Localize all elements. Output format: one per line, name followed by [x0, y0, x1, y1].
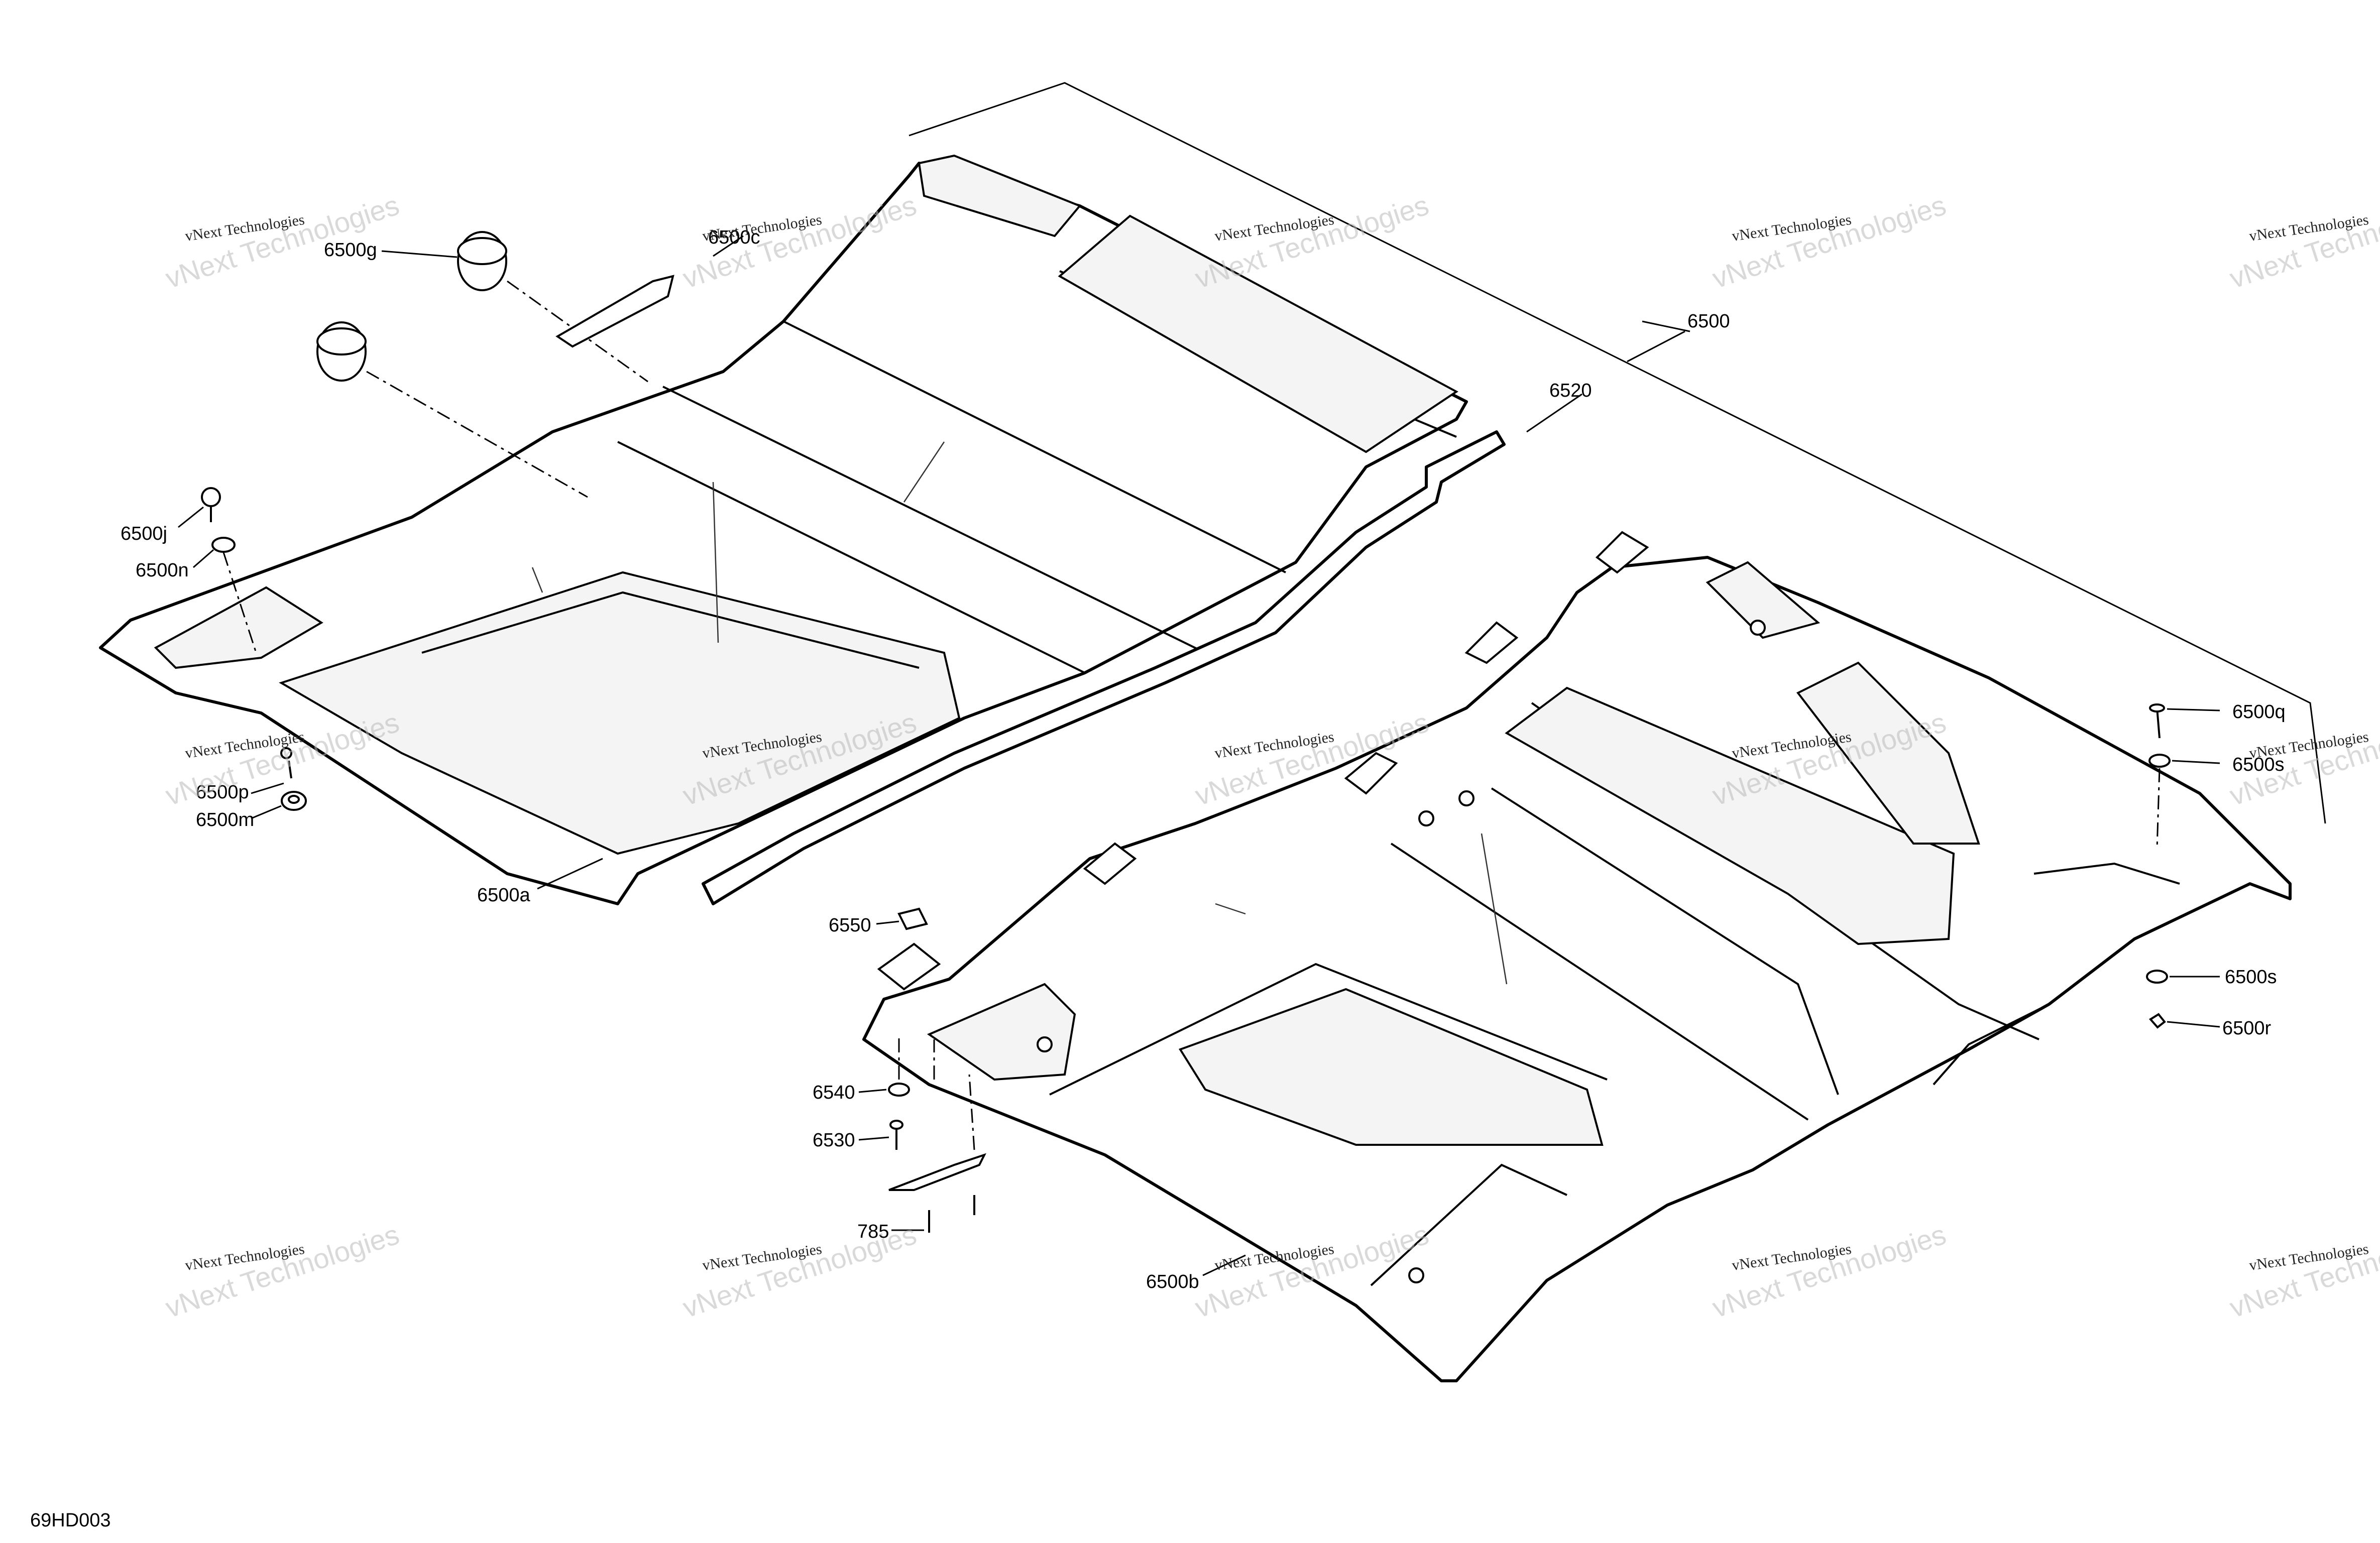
watermark: vNext Technologies vNext Technologies	[1709, 1218, 1950, 1324]
callout-6500r: 6500r	[2222, 1018, 2272, 1039]
drawing-code: 69HD003	[30, 1510, 111, 1531]
watermark: vNext Technologies vNext Technologies	[1709, 189, 1950, 294]
callout-785: 785	[857, 1221, 889, 1242]
callout-6550: 6550	[829, 915, 871, 936]
hardware-6550-6540-6530-785	[888, 907, 986, 1233]
callout-6500b: 6500b	[1146, 1271, 1199, 1292]
hardware-6500q-6500s-6500r	[2146, 703, 2171, 1029]
strap-6500g	[316, 231, 648, 498]
callout-6500a: 6500a	[477, 885, 531, 906]
watermark: vNext Technologies vNext Technologies	[162, 1218, 403, 1324]
watermark: vNext Technologies vNext Technologies	[2226, 189, 2380, 294]
roof-panel-6500a	[99, 154, 1468, 905]
roof-panel-6500b	[862, 531, 2292, 1382]
watermark: vNext Technologies vNext Technologies	[2226, 1218, 2380, 1324]
callout-6500c: 6500c	[708, 227, 760, 248]
hardware-6500j-6500n	[201, 487, 257, 653]
callout-6520: 6520	[1549, 380, 1592, 401]
hardware-6500p-6500m	[280, 747, 307, 811]
callout-6500g: 6500g	[324, 240, 377, 261]
assembly-bracket-6500	[909, 82, 2326, 824]
callout-labels: 6500 6500a 6500b 6500c 6500g 6500j 6500n…	[121, 227, 2286, 1292]
callout-6500s-bottom: 6500s	[2225, 967, 2277, 988]
callout-6500q: 6500q	[2232, 701, 2286, 723]
leader-lines	[178, 235, 2220, 1276]
pad-6500c	[555, 275, 674, 348]
callout-6500j: 6500j	[121, 523, 167, 544]
callout-6530: 6530	[813, 1130, 855, 1151]
callout-6540: 6540	[813, 1082, 855, 1103]
watermark: vNext Technologies vNext Technologies	[679, 1218, 920, 1324]
callout-6500s-top: 6500s	[2232, 754, 2285, 775]
svg-text:vNext Technologies: vNext Technologies	[2226, 189, 2380, 294]
svg-text:vNext Technologies: vNext Technologies	[2226, 1218, 2380, 1324]
watermark: vNext Technologies vNext Technologies	[1191, 189, 1432, 294]
callout-6500n: 6500n	[136, 560, 189, 581]
callout-6500: 6500	[1687, 311, 1730, 332]
callout-6500m: 6500m	[196, 809, 254, 830]
callout-6500p: 6500p	[196, 782, 249, 803]
trim-strip-6520	[702, 430, 1506, 905]
